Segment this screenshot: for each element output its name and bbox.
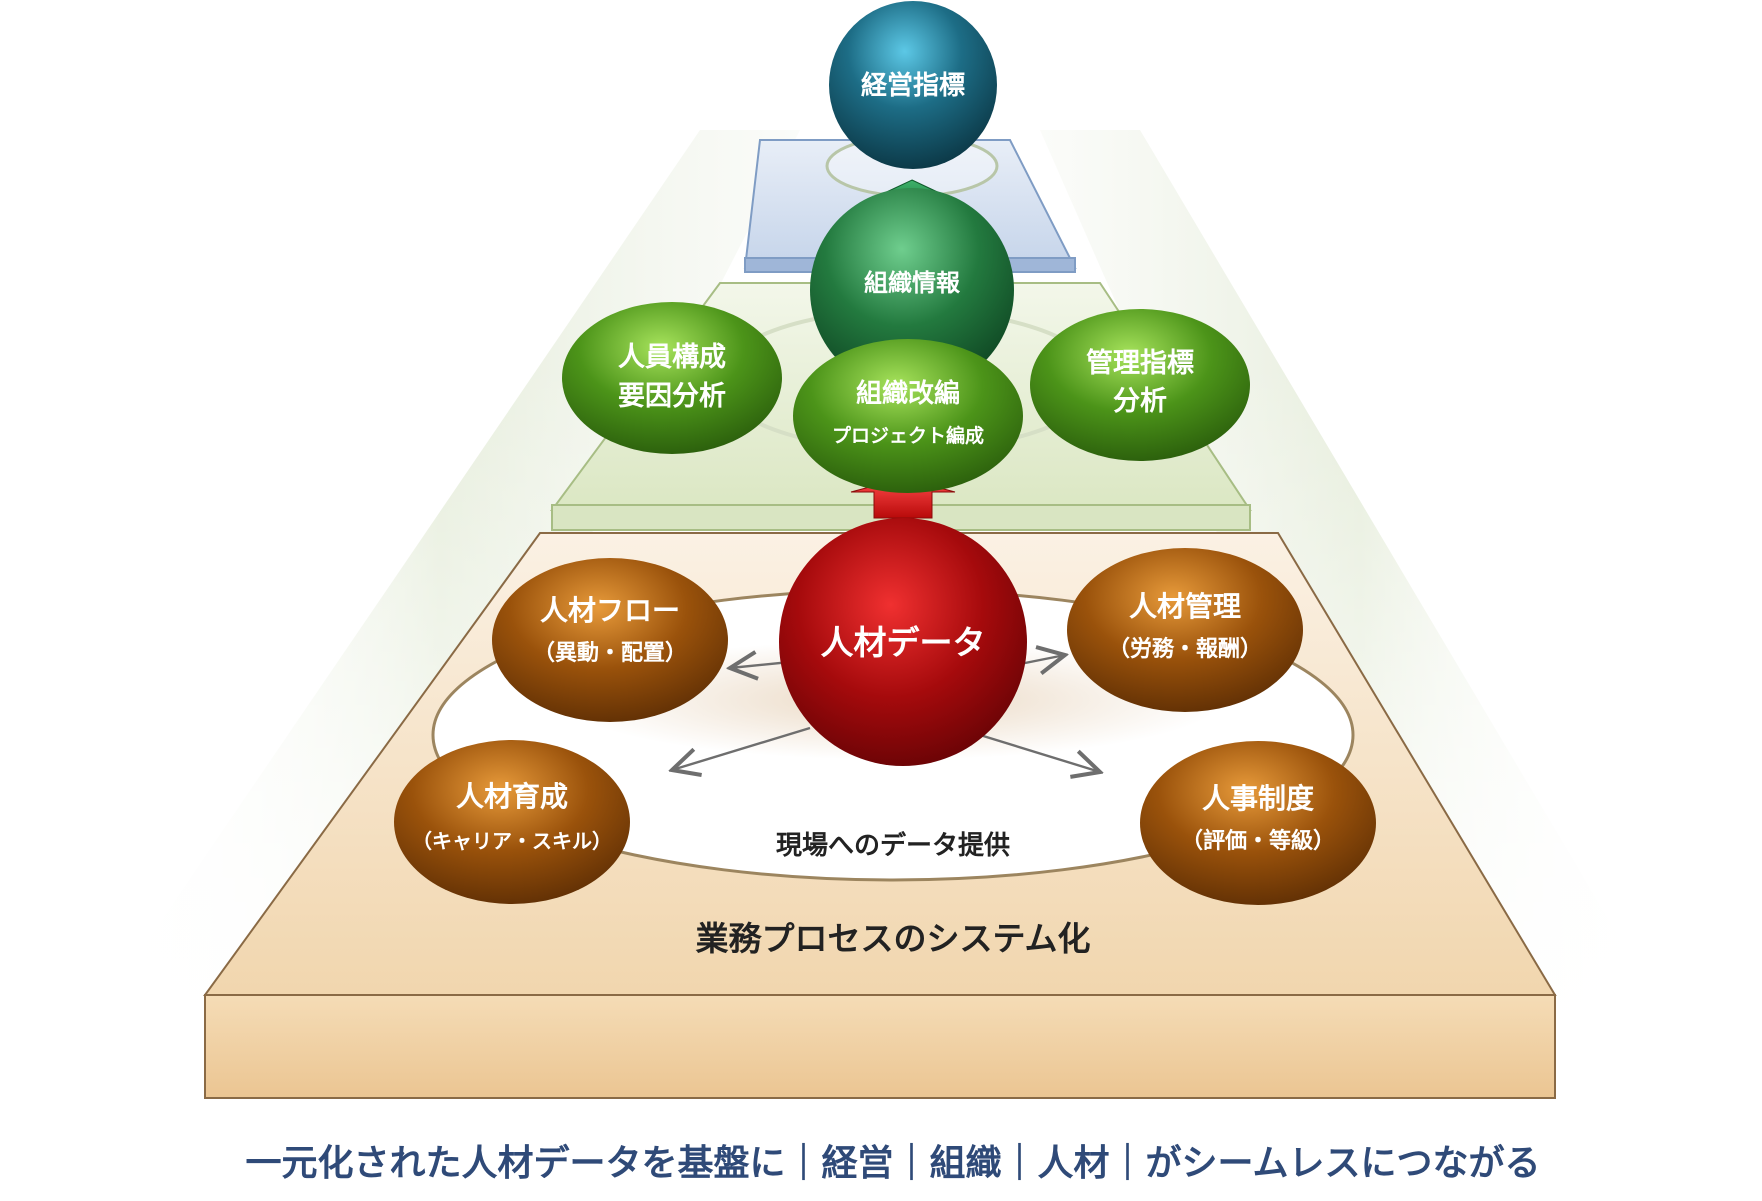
node-management-index: 経営指標 <box>829 1 997 169</box>
node-management-analysis-line1: 管理指標 <box>1086 348 1194 379</box>
node-hr-management: 人材管理 （労務・報酬） <box>1067 548 1303 712</box>
node-management-analysis-line2: 分析 <box>1113 386 1167 417</box>
node-hr-development-line2: （キャリア・スキル） <box>412 829 612 853</box>
arrow-to-development <box>672 726 811 770</box>
node-hr-development-line1: 人材育成 <box>456 780 568 813</box>
node-hr-flow-line1: 人材フロー <box>540 594 680 627</box>
node-org-info-label: 組織情報 <box>864 269 961 297</box>
node-hr-system-line2: （評価・等級） <box>1181 828 1335 854</box>
node-hr-flow: 人材フロー （異動・配置） <box>492 558 728 722</box>
caption: 一元化された人材データを基盤に｜経営｜組織｜人材｜がシームレスにつながる <box>246 1142 1541 1184</box>
node-org-info: 組織情報 <box>810 188 1014 392</box>
platform-label: 業務プロセスのシステム化 <box>695 919 1090 958</box>
node-hr-development: 人材育成 （キャリア・スキル） <box>394 740 630 904</box>
node-hr-flow-line2: （異動・配置） <box>533 641 687 666</box>
node-reorganization-line2: プロジェクト編成 <box>832 424 984 447</box>
node-reorganization: 組織改編 プロジェクト編成 <box>793 339 1023 493</box>
node-reorganization-line1: 組織改編 <box>856 378 960 409</box>
node-staff-analysis: 人員構成 要因分析 <box>562 302 782 454</box>
node-hr-management-line1: 人材管理 <box>1129 590 1241 623</box>
node-hr-data-label: 人材データ <box>821 623 986 662</box>
node-hr-data: 人材データ <box>779 518 1027 766</box>
node-hr-system: 人事制度 （評価・等級） <box>1140 741 1376 905</box>
node-staff-analysis-line1: 人員構成 <box>618 342 726 373</box>
node-management-analysis: 管理指標 分析 <box>1030 309 1250 461</box>
node-staff-analysis-line2: 要因分析 <box>618 381 726 412</box>
ring-label: 現場へのデータ提供 <box>776 830 1010 861</box>
node-hr-management-line2: （労務・報酬） <box>1108 636 1262 662</box>
arrow-to-hr-system <box>979 733 1100 772</box>
node-hr-system-line1: 人事制度 <box>1202 782 1314 815</box>
node-management-index-label: 経営指標 <box>861 70 965 101</box>
